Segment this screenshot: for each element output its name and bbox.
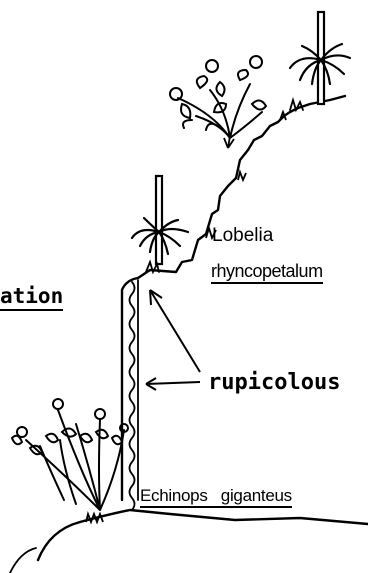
arrow-head-lobelia: [149, 289, 163, 306]
label-ation: ation: [0, 286, 64, 311]
arrow-icon: [145, 381, 201, 385]
ground-lower: [9, 547, 37, 573]
giant-rosette-plant-icon: [288, 10, 352, 113]
grass-tuft-icon: [85, 109, 287, 525]
flowering-shrub-icon: [10, 398, 129, 511]
arrow-icon: [149, 289, 201, 373]
label-lobelia: Lobelia: [212, 225, 274, 246]
arrow-head-cliff: [145, 377, 157, 391]
label-rhyncopetalum: rhyncopetalum: [211, 262, 323, 284]
flowering-shrub-icon: [169, 55, 268, 139]
cliff-face-texture: [128, 281, 136, 511]
label-rupicolous: rupicolous: [208, 370, 341, 395]
label-echinops-giganteus: Echinops giganteus: [140, 487, 292, 508]
giant-rosette-plant-icon: [130, 174, 190, 275]
